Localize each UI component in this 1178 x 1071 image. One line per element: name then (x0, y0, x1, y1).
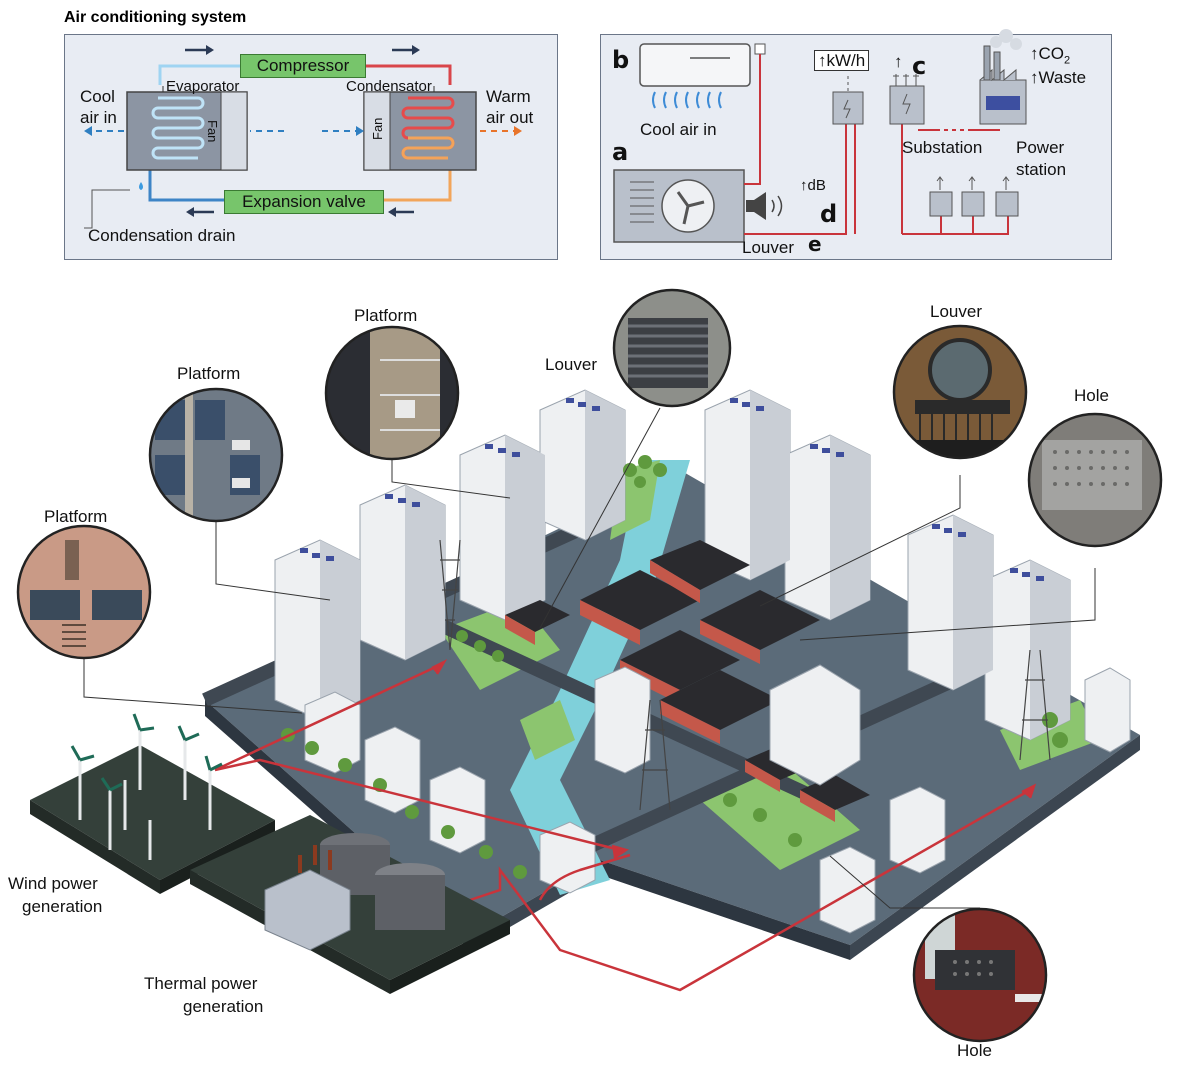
condensation-drain-label: Condensation drain (88, 226, 236, 245)
louver-label-right: Louver (930, 302, 982, 321)
warm-air-out-label-2: air out (486, 108, 534, 127)
platform-label-left: Platform (44, 507, 108, 526)
substation-label: Substation (902, 138, 983, 157)
grid-louver-label: Louver (742, 238, 794, 257)
platform-label-mid: Platform (177, 364, 241, 383)
grid-cool-air-in-label: Cool air in (640, 120, 717, 139)
co2-label: ↑CO2 (1030, 44, 1071, 67)
db-label: ↑dB (800, 177, 826, 194)
cool-air-in-label-2: air in (80, 108, 117, 127)
condensator-fan-label: Fan (370, 117, 385, 140)
thermal-power-label-1: Thermal power (144, 974, 258, 993)
compressor-box: Compressor (240, 54, 366, 78)
letter-c: c (912, 52, 927, 80)
condensator-label: Condensator (346, 78, 432, 95)
evaporator-fan-label: Fan (205, 120, 220, 143)
cool-air-in-label-1: Cool (80, 87, 115, 106)
expansion-valve-box: Expansion valve (224, 190, 384, 214)
letter-e: e (808, 232, 822, 256)
waste-label: ↑Waste (1030, 68, 1087, 87)
kwh-label: ↑kW/h (814, 50, 870, 71)
thermal-power-label-2: generation (183, 997, 264, 1016)
hole-label-right: Hole (1074, 386, 1109, 405)
louver-label-center: Louver (545, 355, 597, 374)
wind-power-label-2: generation (22, 897, 103, 916)
substation-up-arrow: ↑ (894, 52, 903, 71)
warm-air-out-label-1: Warm (486, 87, 531, 106)
platform-label-top: Platform (354, 306, 418, 325)
wind-power-label-1: Wind power (8, 874, 98, 893)
evaporator-label: Evaporator (166, 78, 240, 95)
letter-b: b (612, 46, 630, 74)
hole-label-bottom: Hole (957, 1041, 992, 1060)
letter-a: a (612, 138, 629, 166)
power-station-label-1: Power (1016, 138, 1065, 157)
power-station-label-2: station (1016, 160, 1067, 179)
letter-d: d (820, 200, 838, 228)
ac-system-title: Air conditioning system (64, 9, 247, 26)
